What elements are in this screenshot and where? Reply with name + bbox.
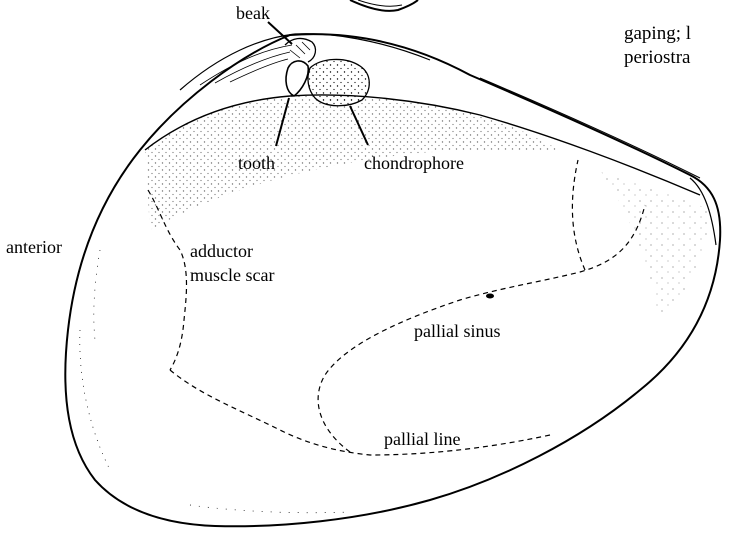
tooth-shape [286, 61, 308, 96]
label-tooth: tooth [238, 152, 275, 174]
label-pallial-line: pallial line [384, 428, 460, 450]
side-text-line2: periostra [624, 46, 730, 70]
shell-spot [486, 294, 494, 299]
label-adductor: adductor [190, 240, 253, 262]
beak-leader [268, 22, 292, 44]
side-text-line1: gaping; l [624, 22, 730, 46]
pallial-line-path [170, 370, 550, 455]
label-chondrophore: chondrophore [364, 152, 464, 174]
label-muscle-scar: muscle scar [190, 264, 274, 286]
upper-shell-fragment [350, 0, 418, 11]
label-pallial-sinus: pallial sinus [414, 320, 501, 342]
label-beak: beak [236, 2, 270, 24]
chondrophore-shape [308, 59, 369, 105]
label-anterior: anterior [6, 236, 62, 258]
